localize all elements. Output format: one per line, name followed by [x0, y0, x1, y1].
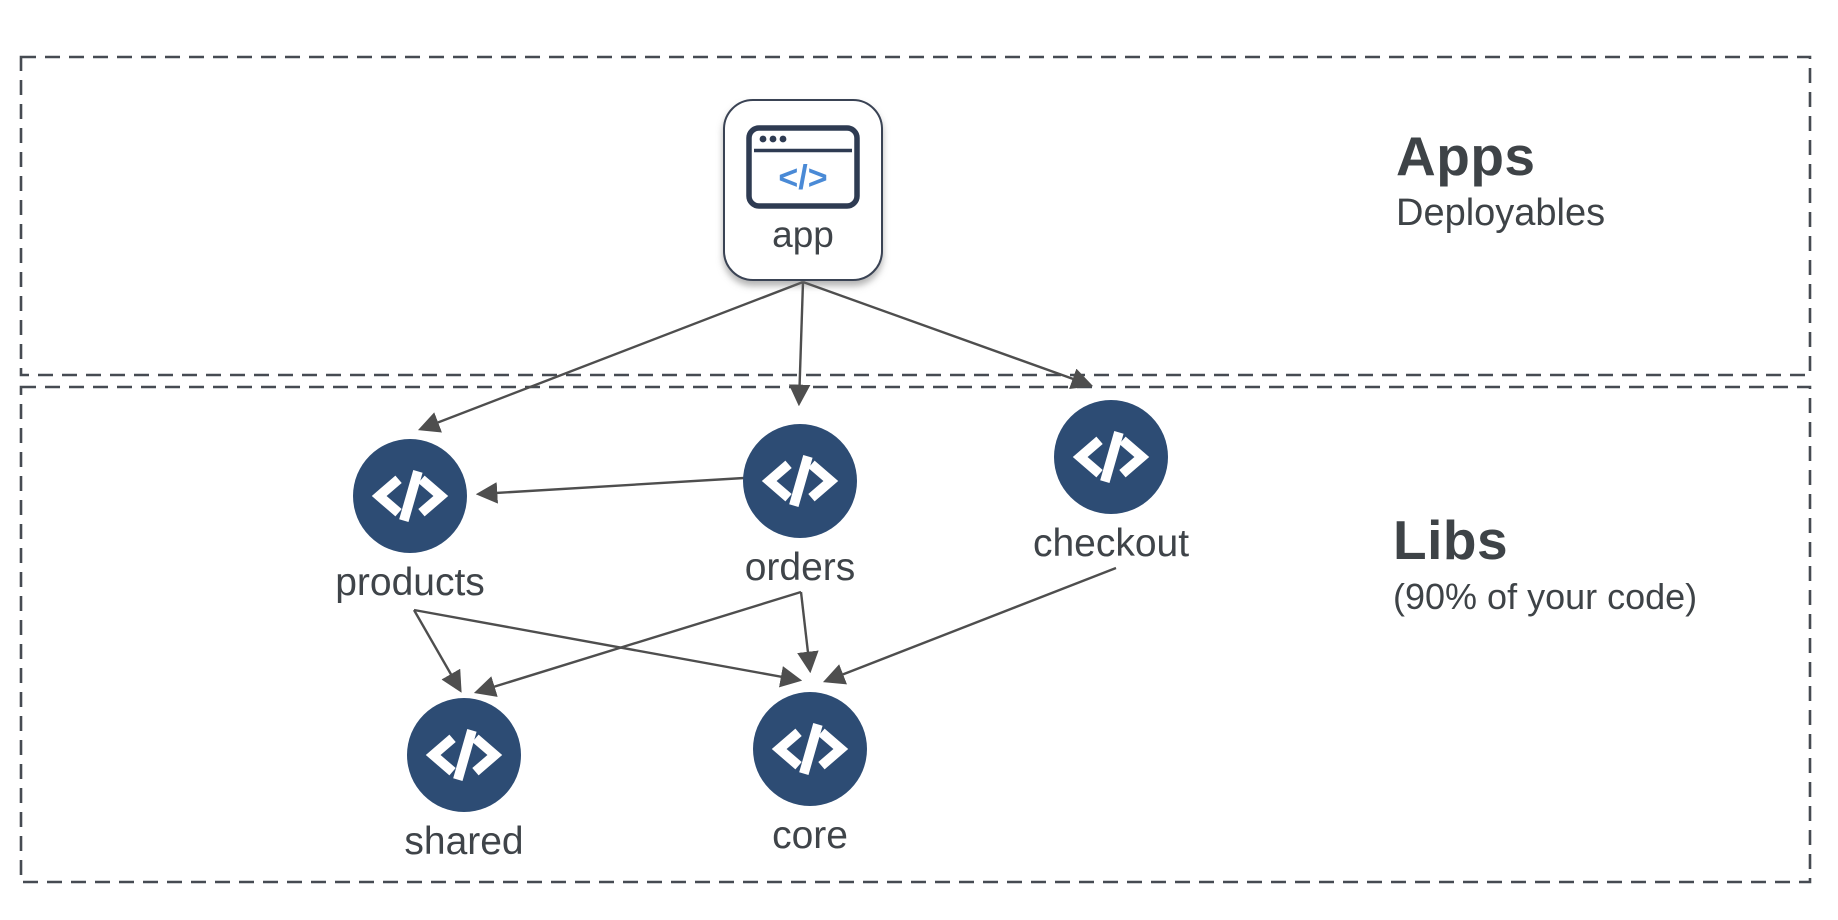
- node-label: shared: [404, 820, 524, 863]
- edge-app-to-checkout: [802, 280, 1094, 389]
- edge-orders-to-core: [797, 591, 819, 674]
- node-shared: shared: [354, 698, 574, 865]
- edge-app-to-products: [417, 280, 804, 433]
- section-box-apps: [19, 55, 1812, 377]
- node-products: products: [300, 439, 520, 606]
- lib-circle: [407, 698, 521, 812]
- edge-orders-to-products: [475, 476, 745, 504]
- code-icon: [761, 455, 839, 507]
- browser-code-icon: </>: [746, 125, 860, 209]
- node-label: app: [772, 214, 834, 255]
- libs-section-title: Libs (90% of your code): [1393, 509, 1698, 617]
- node-label: orders: [744, 546, 856, 589]
- app-icon-glyph: </>: [778, 159, 827, 197]
- lib-circle: [1054, 400, 1168, 514]
- edge-app-to-orders: [788, 281, 811, 407]
- section-box-libs: [19, 385, 1812, 884]
- libs-subtitle-text: (90% of your code): [1393, 575, 1698, 617]
- apps-subtitle-text: Deployables: [1396, 191, 1606, 234]
- node-core: core: [700, 692, 920, 859]
- code-icon: [371, 470, 449, 522]
- apps-section-title: Apps Deployables: [1396, 125, 1606, 235]
- libs-title-text: Libs: [1393, 509, 1509, 571]
- node-label: products: [335, 561, 485, 604]
- lib-circle: [753, 692, 867, 806]
- edge-checkout-to-core: [822, 566, 1117, 685]
- lib-circle: [743, 424, 857, 538]
- node-orders: orders: [690, 424, 910, 591]
- edge-products-to-core: [413, 608, 803, 688]
- lib-circle: [353, 439, 467, 553]
- edge-orders-to-shared: [473, 590, 802, 697]
- node-app: </> app: [723, 99, 883, 281]
- node-label: checkout: [1032, 522, 1190, 565]
- node-checkout: checkout: [1001, 400, 1221, 567]
- code-icon: [771, 723, 849, 775]
- apps-title-text: Apps: [1396, 125, 1536, 187]
- code-icon: [1072, 431, 1150, 483]
- code-icon: [425, 729, 503, 781]
- node-label: core: [772, 814, 848, 857]
- edge-products-to-shared: [412, 609, 462, 693]
